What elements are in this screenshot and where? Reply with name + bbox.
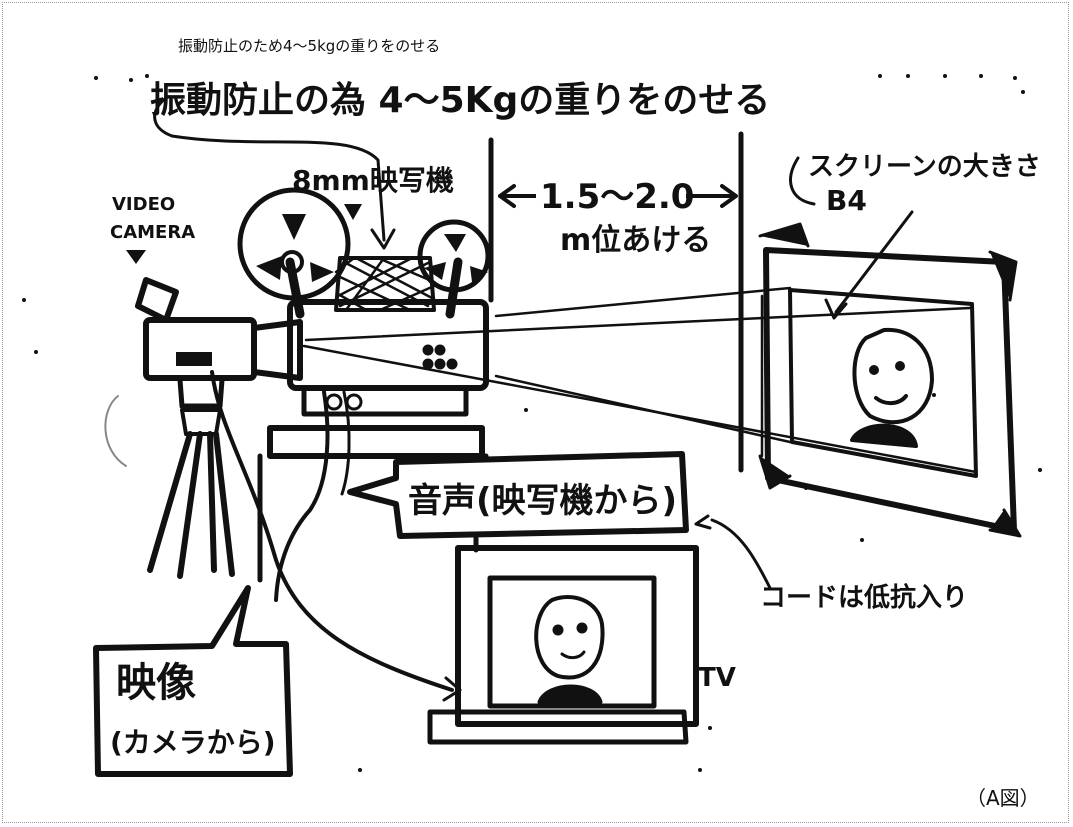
screen-face — [850, 327, 934, 448]
projection-beam — [302, 286, 978, 474]
video-camera-marker — [126, 250, 146, 264]
projection-screen — [758, 222, 1022, 538]
screen-size-label: スクリーンの大きさ — [808, 152, 1041, 182]
projector-label: 8mm映写機 — [292, 164, 454, 197]
video-cable — [210, 370, 454, 692]
video-callout-subtitle: (カメラから) — [110, 726, 276, 759]
cord-note: コードは低抗入り — [760, 582, 968, 613]
weight-note-handwritten: 振動防止の為 4〜5Kgの重りをのせる — [150, 80, 770, 121]
weight-pointer-line — [153, 96, 386, 242]
figure-label: （A図） — [966, 786, 1040, 810]
video-camera — [104, 277, 303, 579]
video-callout-title: 映像 — [116, 660, 196, 706]
screen-size-value: B4 — [826, 184, 867, 217]
distance-value: 1.5〜2.0 — [540, 177, 694, 217]
audio-callout: 音声(映写機から) — [347, 451, 689, 539]
figure-caption: 振動防止のため4〜5kgの重りをのせる — [178, 37, 441, 55]
video-camera-label-line1: VIDEO — [112, 194, 175, 215]
audio-callout-text: 音声(映写機から) — [408, 481, 677, 521]
audio-cable — [274, 390, 330, 602]
video-camera-label-line2: CAMERA — [110, 222, 195, 243]
projector-label-marker — [344, 204, 362, 220]
tv-label: TV — [698, 663, 736, 693]
video-callout: 映像 (カメラから) — [93, 585, 293, 777]
cables — [210, 370, 462, 702]
distance-note: m位あける — [560, 223, 711, 258]
tv-monitor: TV — [427, 533, 736, 745]
